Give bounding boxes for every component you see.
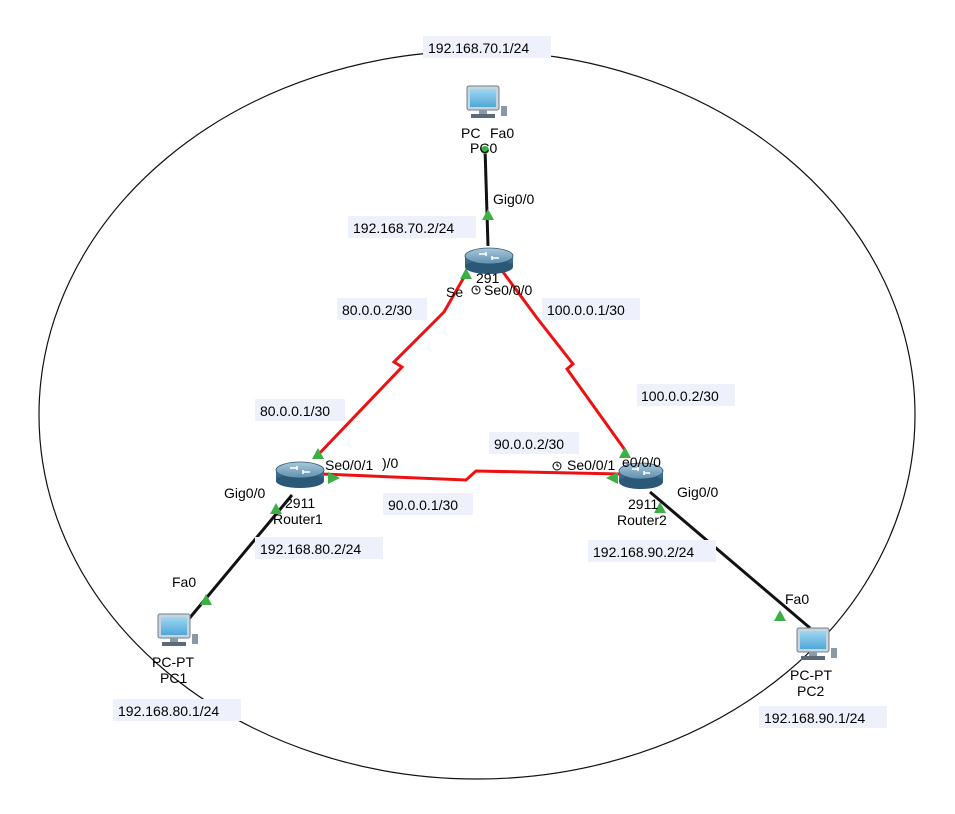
port-triangle-router0-gig00 (482, 209, 494, 220)
pc2-ip-label: 192.168.90.1/24 (764, 710, 865, 726)
link-router0-router1-serial[interactable] (313, 271, 469, 460)
router2-serial-port2-label: e0/0/0 (622, 454, 661, 470)
router-icon[interactable] (618, 462, 664, 489)
link-router0-router2-serial[interactable] (501, 271, 627, 451)
ip-address-boxes (113, 36, 887, 728)
router2-serial-port-label: Se0/0/1 (567, 457, 615, 473)
router2-lan-ip-label: 192.168.90.2/24 (593, 544, 694, 560)
router2-model-label: 2911 (628, 496, 658, 512)
pc-icon[interactable] (157, 613, 198, 646)
port-triangle-router2-se000 (619, 447, 631, 458)
port-triangle-router1-gig00 (270, 503, 282, 514)
port-triangle-router1-se2 (328, 472, 340, 484)
link-r0-r1-ip-r0-label: 80.0.0.2/30 (342, 302, 412, 318)
port-triangle-pc1-fa0 (200, 594, 212, 605)
link-r0-r2-ip-r2-label: 100.0.0.2/30 (641, 388, 719, 404)
router0-lan-port-label: Gig0/0 (493, 191, 534, 207)
router0-serial-right-label: Se0/0/0 (484, 282, 532, 298)
pc0-name-label: PC0 (470, 140, 497, 156)
port-triangle-router1-se001 (312, 448, 324, 459)
router0-model-label: 291 (476, 270, 500, 286)
pc1-port-label: Fa0 (172, 574, 196, 590)
pc1-ip-label: 192.168.80.1/24 (118, 703, 219, 719)
pc2-port-label: Fa0 (785, 591, 809, 607)
router1-lan-ip-label: 192.168.80.2/24 (260, 541, 361, 557)
pc2-name-label: PC2 (797, 683, 824, 699)
pc0-port-label: Fa0 (490, 125, 514, 141)
router0-lan-ip-label: 192.168.70.2/24 (353, 220, 454, 236)
router1-model-label: 2911 (285, 495, 315, 511)
router-icon[interactable] (275, 461, 325, 488)
router2-name-label: Router2 (617, 512, 667, 528)
link-router1-pc1[interactable] (176, 494, 294, 633)
port-dot-pc0-fa0 (481, 146, 489, 154)
pc-icon[interactable] (466, 85, 507, 118)
pc0-type-label: PC (461, 125, 480, 141)
router0-serial-left-label: Se (446, 284, 463, 300)
link-r1-r2-ip-r1-label: 90.0.0.1/30 (388, 497, 458, 513)
pc2-type-label: PC-PT (790, 667, 832, 683)
pc-icon[interactable] (796, 627, 837, 660)
port-triangle-pc2-fa0 (774, 610, 786, 621)
link-r0-r1-ip-r1-label: 80.0.0.1/30 (260, 403, 330, 419)
clock-icon (552, 461, 562, 471)
port-triangle-router2-gig00 (654, 502, 666, 513)
clock-icon (471, 285, 481, 295)
router1-serial-port2-label: )/0 (382, 455, 399, 471)
pc1-name-label: PC1 (160, 670, 187, 686)
pc1-type-label: PC-PT (152, 654, 194, 670)
pc0-ip-label: 192.168.70.1/24 (428, 40, 529, 56)
router1-name-label: Router1 (273, 511, 323, 527)
link-pc0-router0[interactable] (483, 147, 490, 247)
link-router2-pc2[interactable] (649, 490, 811, 630)
link-router1-router2-serial[interactable] (321, 469, 621, 482)
router1-lan-port-label: Gig0/0 (224, 485, 265, 501)
port-triangle-router2-se001 (606, 472, 618, 484)
link-r1-r2-ip-r2-label: 90.0.0.2/30 (494, 436, 564, 452)
links (176, 147, 811, 633)
labels: 192.168.70.1/24 PC Fa0 PC0 Gig0/0 192.16… (118, 40, 865, 726)
port-triangle-router0-se-left (460, 268, 472, 279)
router2-lan-port-label: Gig0/0 (677, 484, 718, 500)
link-r0-r2-ip-r0-label: 100.0.0.1/30 (547, 302, 625, 318)
router1-serial-port-label: Se0/0/1 (325, 457, 373, 473)
router-icon[interactable] (464, 247, 514, 274)
port-indicators (200, 146, 786, 621)
